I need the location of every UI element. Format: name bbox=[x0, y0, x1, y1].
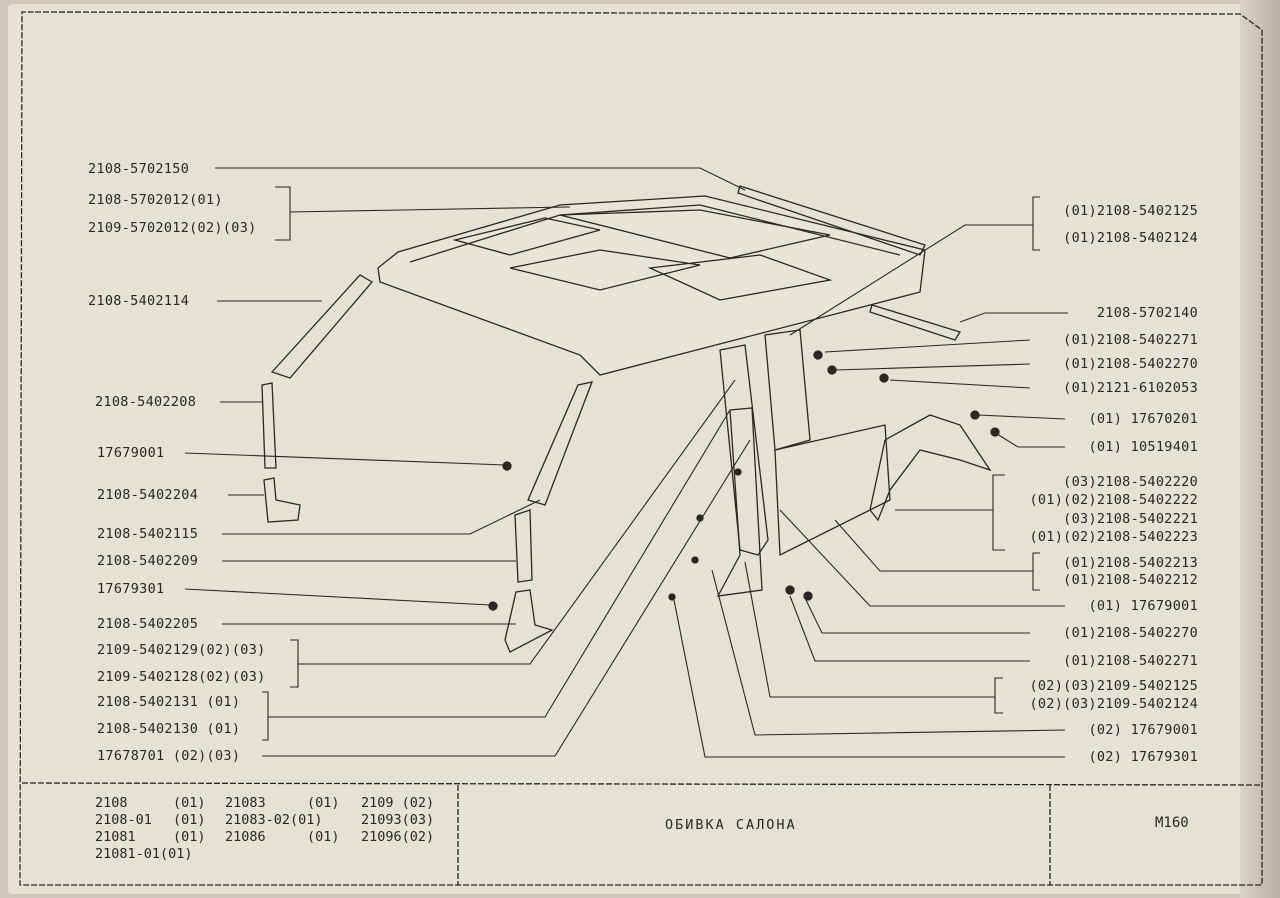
part-label: 2108-5402204 bbox=[97, 487, 199, 503]
model-name: 21081 bbox=[95, 829, 136, 845]
part-label: 2108-5702150 bbox=[88, 161, 190, 177]
catalog-page bbox=[8, 4, 1270, 894]
part-label: 2108-5402115 bbox=[97, 526, 199, 542]
part-label: (01)2108-5402125 bbox=[1063, 203, 1198, 219]
part-label: (01)2108-5402213 bbox=[1063, 555, 1198, 571]
model-name: 2108 bbox=[95, 795, 128, 811]
part-label: (02)(03)2109-5402125 bbox=[1029, 678, 1198, 694]
part-label: 2108-5702140 bbox=[1096, 305, 1198, 321]
model-cell: 21081 (01) bbox=[95, 829, 225, 846]
part-label: (02) 17679001 bbox=[1088, 722, 1198, 738]
sheet-code: M160 bbox=[1155, 815, 1189, 831]
part-label: (01) 17679001 bbox=[1088, 598, 1198, 614]
model-code: (02) bbox=[401, 829, 435, 845]
model-code: (02) bbox=[401, 795, 435, 811]
roof-headliner bbox=[377, 185, 926, 376]
part-label: (01) 10519401 bbox=[1088, 439, 1198, 455]
model-code: (01) bbox=[173, 829, 206, 845]
part-label: (02) 17679301 bbox=[1088, 749, 1198, 765]
model-cell: 21081-01(01) bbox=[95, 846, 225, 863]
model-cell: 21083 (01) bbox=[225, 795, 361, 812]
part-label: 2109-5402128(02)(03) bbox=[97, 669, 266, 685]
model-cell: 21093(03) bbox=[361, 812, 461, 829]
part-label: (01)2108-5402124 bbox=[1063, 230, 1198, 246]
model-code: (01) bbox=[173, 812, 206, 828]
part-label: 2108-5402209 bbox=[97, 553, 199, 569]
part-label: 2108-5402130 (01) bbox=[97, 721, 241, 737]
model-code: (03) bbox=[401, 812, 435, 828]
part-label: (03)2108-5402221 bbox=[1063, 511, 1198, 527]
model-cell: 2108-01 (01) bbox=[95, 812, 225, 829]
model-name: 21093 bbox=[361, 812, 402, 828]
model-name: 2109 bbox=[361, 795, 394, 811]
part-label: (01)2108-5402270 bbox=[1063, 625, 1198, 641]
part-label: 2108-5402114 bbox=[88, 293, 190, 309]
part-label: 17678701 (02)(03) bbox=[97, 748, 241, 764]
part-label: (01)2108-5402271 bbox=[1063, 653, 1198, 669]
part-label: 2108-5402208 bbox=[95, 394, 197, 410]
page-edge-shadow bbox=[1240, 0, 1280, 898]
part-label: 17679001 bbox=[97, 445, 165, 461]
part-label: (01)2108-5402212 bbox=[1063, 572, 1198, 588]
model-cell: 21083-02(01) bbox=[225, 812, 361, 829]
model-row: 21081-01(01) bbox=[95, 846, 461, 863]
model-code: (01) bbox=[290, 812, 323, 828]
pillar-parts bbox=[261, 274, 992, 653]
part-label: 2108-5702012(01) bbox=[88, 192, 223, 208]
model-row: 2108 (01) 21083 (01) 2109 (02) bbox=[95, 795, 461, 812]
model-code: (01) bbox=[160, 846, 193, 862]
model-name: 21083-02 bbox=[225, 812, 291, 828]
model-cell: 21096(02) bbox=[361, 829, 461, 846]
model-code: (01) bbox=[307, 829, 340, 845]
part-label: (01)2108-5402270 bbox=[1063, 356, 1198, 372]
leader-lines bbox=[184, 167, 1068, 758]
part-label: 17679301 bbox=[97, 581, 165, 597]
part-label: (01) 17670201 bbox=[1088, 411, 1198, 427]
model-row: 21081 (01) 21086 (01) 21096(02) bbox=[95, 829, 461, 846]
page-title: ОБИВКА САЛОНА bbox=[665, 817, 797, 833]
model-cell: 2108 (01) bbox=[95, 795, 225, 812]
part-label: 2108-5402205 bbox=[97, 616, 199, 632]
part-label: (01)2108-5402271 bbox=[1063, 332, 1198, 348]
part-label: (01)2121-6102053 bbox=[1063, 380, 1198, 396]
part-label: 2109-5402129(02)(03) bbox=[97, 642, 266, 658]
part-label: (03)2108-5402220 bbox=[1063, 474, 1198, 490]
model-code: (01) bbox=[173, 795, 206, 811]
model-applicability-table: 2108 (01) 21083 (01) 2109 (02) 2108-01 (01)… bbox=[95, 795, 461, 863]
model-cell: 2109 (02) bbox=[361, 795, 461, 812]
fastener-icons bbox=[488, 350, 1000, 611]
model-row: 2108-01(01) 21083-02(01) 21093(03) bbox=[95, 812, 461, 829]
model-name: 21081-01 bbox=[95, 846, 161, 862]
page-frame bbox=[19, 11, 1263, 886]
part-label: 2108-5402131 (01) bbox=[97, 694, 241, 710]
model-name: 21083 bbox=[225, 795, 266, 811]
model-name: 2108-01 bbox=[95, 812, 152, 828]
part-label: 2109-5702012(02)(03) bbox=[88, 220, 257, 236]
model-name: 21096 bbox=[361, 829, 402, 845]
model-name: 21086 bbox=[225, 829, 266, 845]
model-cell: 21086 (01) bbox=[225, 829, 361, 846]
model-code: (01) bbox=[307, 795, 340, 811]
part-label: (02)(03)2109-5402124 bbox=[1029, 696, 1198, 712]
part-label: (01)(02)2108-5402223 bbox=[1029, 529, 1198, 545]
part-label: (01)(02)2108-5402222 bbox=[1029, 492, 1198, 508]
